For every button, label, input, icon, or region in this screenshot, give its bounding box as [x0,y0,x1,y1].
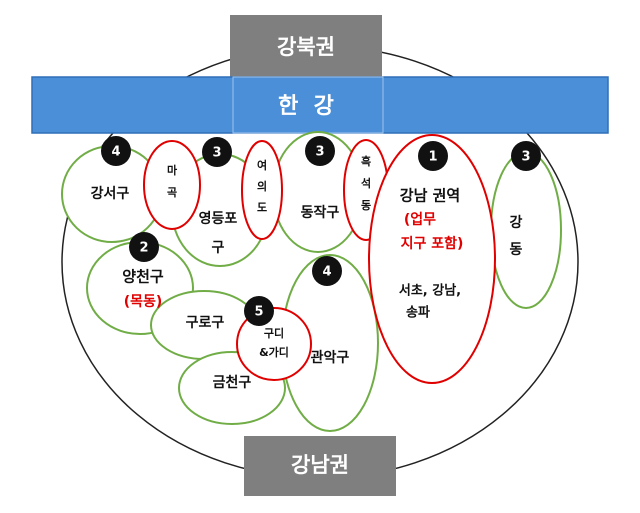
south-region-label: 강남권 [291,453,349,477]
badge-yangcheon-number: 2 [139,241,148,256]
gangnam-note-1: (업무 [404,212,436,228]
guro-digital-ellipse [236,307,312,381]
north-region-box [230,15,382,77]
badge-yeongdeungpo [202,137,232,167]
gwanak-label: 관악구 [311,349,350,366]
yeouido-label-2: 의 [257,179,267,193]
gangnam-title: 강남 권역 [400,187,460,205]
heukseok-label-2: 석 [361,176,371,190]
river-center [232,76,384,134]
yeouido-ellipse [241,140,283,240]
gangnam-sub-2: 송파 [406,306,430,321]
gangdong-label-2: 동 [510,242,523,258]
yeouido-label-1: 여 [257,158,267,172]
badge-gangnam [418,141,448,171]
badge-gwanak-number: 4 [322,265,331,280]
badge-yeongdeungpo-number: 3 [212,146,221,161]
heukseok-label-3: 동 [361,199,371,212]
mapo-label-1: 마 [167,163,178,177]
badge-guro-digital [244,296,274,326]
river-label: 한 강 [278,94,334,119]
heukseok-label-1: 흑 [361,154,371,168]
badge-gangdong-number: 3 [521,150,530,165]
mapo-ellipse [143,140,201,230]
yeongdeungpo-label-2: 구 [212,240,225,256]
gangnam-sub-1: 서초, 강남, [399,283,461,299]
yeongdeungpo-label-1: 영등포 [199,210,238,227]
mapo-label-2: 곡 [167,186,177,199]
guro-digital-label-2: &가디 [259,345,289,359]
gangdong-ellipse [490,151,562,309]
mokdong-label: (목동) [124,294,163,310]
north-region-label: 강북권 [277,35,335,59]
dongjak-label: 동작구 [301,204,340,221]
badge-dongjak [305,136,335,166]
badge-gwanak [312,256,342,286]
gangdong-label-1: 강 [510,214,523,231]
badge-gangseo-number: 4 [111,145,120,160]
gangseo-label: 강서구 [91,185,130,202]
gangnam-ellipse [368,134,496,384]
badge-gangdong [511,141,541,171]
geumcheon-label: 금천구 [213,375,252,391]
badge-yangcheon [129,232,159,262]
guro-digital-label-1: 구디 [264,326,284,340]
yeouido-label-3: 도 [257,201,267,214]
badge-gangseo [101,136,131,166]
badge-guro-digital-number: 5 [254,305,263,320]
south-region-box [244,436,396,496]
yangcheon-label: 양천구 [122,268,164,286]
badge-dongjak-number: 3 [315,145,324,160]
badge-gangnam-number: 1 [428,150,437,165]
gangnam-note-2: 지구 포함) [401,235,464,252]
guro-label: 구로구 [186,315,225,331]
